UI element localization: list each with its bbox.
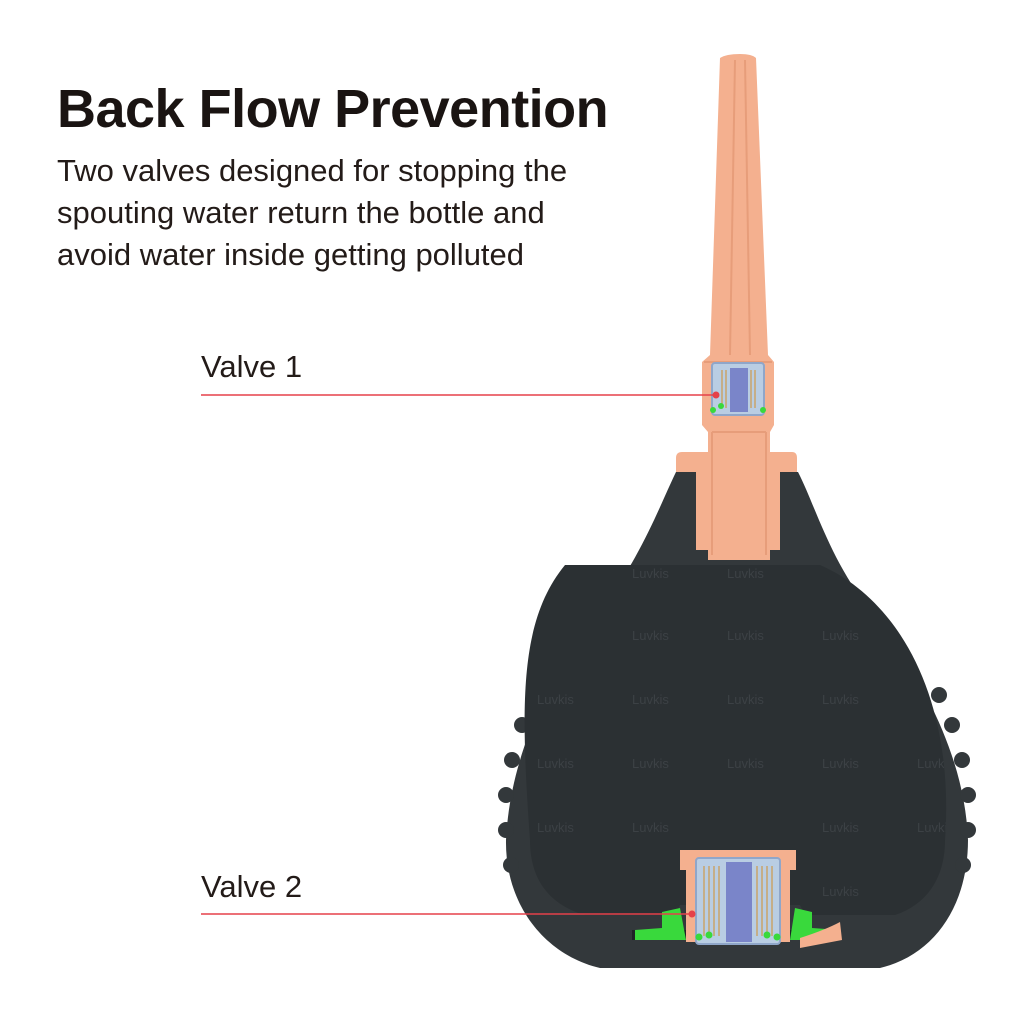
callout-line-valve-1	[201, 391, 720, 399]
watermark-text: Luvkis	[727, 692, 764, 707]
watermark-text: Luvkis	[822, 820, 859, 835]
valve-2	[632, 850, 842, 948]
watermark-text: Luvkis	[632, 692, 669, 707]
nozzle-tube	[702, 54, 774, 560]
description-line-1: Two valves designed for stopping the	[57, 153, 568, 188]
callout-line-valve-2	[201, 910, 696, 918]
watermark-text: Luvkis	[537, 820, 574, 835]
watermark-text: Luvkis	[917, 820, 954, 835]
watermark-text: Luvkis	[632, 756, 669, 771]
watermark-text: Luvkis	[822, 884, 859, 899]
description-line-3: avoid water inside getting polluted	[57, 237, 525, 272]
watermark-text: Luvkis	[822, 692, 859, 707]
watermark-text: Luvkis	[632, 820, 669, 835]
valve-1-label: Valve 1	[201, 349, 303, 384]
page-title: Back Flow Prevention	[57, 79, 609, 139]
green-seal-left	[635, 908, 686, 940]
watermark-text: Luvkis	[822, 628, 859, 643]
watermark-text: Luvkis	[632, 628, 669, 643]
watermark-text: Luvkis	[822, 756, 859, 771]
watermark-text: Luvkis	[537, 756, 574, 771]
valve-2-label: Valve 2	[201, 869, 303, 904]
valve-1	[710, 362, 766, 416]
watermark-text: Luvkis	[537, 692, 574, 707]
watermark-text: Luvkis	[727, 756, 764, 771]
description: Two valves designed for stopping the spo…	[57, 150, 657, 276]
watermark-text: Luvkis	[917, 756, 954, 771]
watermark-pattern: Luvkis Luvkis Luvkis Luvkis Luvkis Luvki…	[537, 566, 954, 899]
bulb-cavity	[524, 565, 947, 915]
watermark-text: Luvkis	[727, 628, 764, 643]
watermark-text: Luvkis	[632, 566, 669, 581]
watermark-text: Luvkis	[727, 566, 764, 581]
description-line-2: spouting water return the bottle and	[57, 195, 545, 230]
